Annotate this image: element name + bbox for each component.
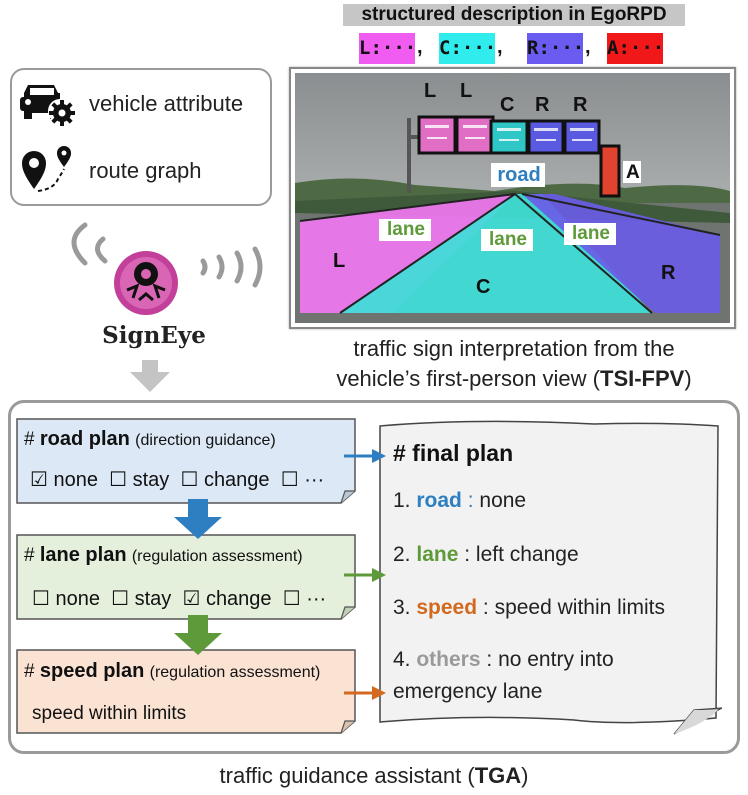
lane-plan-options: ☐ none ☐ stay ☑ change ☐ ··· xyxy=(32,588,327,610)
tga-caption: traffic guidance assistant (TGA) xyxy=(219,763,529,788)
signal-waves xyxy=(71,222,263,288)
tsi-caption-line1: traffic sign interpretation from the xyxy=(353,336,675,361)
checkbox-icon: ☐ xyxy=(180,469,199,491)
legend-pill-right: R:··· xyxy=(527,33,584,64)
road-scene-image xyxy=(295,73,730,323)
checkbox-icon: ☐ xyxy=(109,469,128,491)
signeye-down-arrow xyxy=(130,360,170,392)
final-plan-item-others-cont: emergency lane xyxy=(393,680,543,703)
route-graph-label: route graph xyxy=(89,158,202,183)
legend-separator: , xyxy=(497,36,503,58)
plan-cards-svg xyxy=(16,418,356,734)
speed-to-final-arrow xyxy=(344,686,386,700)
region-label-right: R xyxy=(661,262,676,284)
road-plan-options: ☑ none ☐ stay ☐ change ☐ ··· xyxy=(30,469,325,491)
route-pin-icon xyxy=(22,146,71,192)
speed-plan-heading: # speed plan (regulation assessment) xyxy=(24,660,321,682)
final-plan-item-lane: 2. lane : left change xyxy=(393,543,579,566)
final-plan-card xyxy=(379,420,723,735)
sign-label-c: C xyxy=(500,94,515,116)
signeye-logo-icon xyxy=(114,251,178,315)
signeye-label: SignEye xyxy=(102,322,206,349)
legend-separator: , xyxy=(417,36,423,58)
sign-label-l1: L xyxy=(424,80,437,102)
vehicle-gear-icon xyxy=(20,85,75,126)
lane-label-center: lane xyxy=(488,229,528,250)
road-plan-heading: # road plan (direction guidance) xyxy=(24,428,276,450)
speed-plan-value: speed within limits xyxy=(32,703,187,724)
sign-label-r2: R xyxy=(573,94,588,116)
checkbox-icon: ☐ xyxy=(111,588,130,610)
legend-pill-auxiliary: A:··· xyxy=(607,33,664,64)
final-plan-item-others: 4. others : no entry into xyxy=(393,648,614,671)
checkbox-checked-icon: ☑ xyxy=(30,469,48,491)
lane-to-final-arrow xyxy=(344,568,386,582)
sign-label-l2: L xyxy=(460,80,473,102)
road-to-final-arrow xyxy=(344,449,386,463)
final-plan-item-speed: 3. speed : speed within limits xyxy=(393,596,665,619)
region-label-left: L xyxy=(333,250,346,272)
legend-title: structured description in EgoRPD xyxy=(343,4,685,26)
region-label-center: C xyxy=(476,276,491,298)
checkbox-icon: ☐ xyxy=(280,469,299,491)
tga-container xyxy=(8,400,740,754)
checkbox-icon: ☐ xyxy=(282,588,301,610)
lane-label-right: lane xyxy=(571,223,611,244)
legend-separator: , xyxy=(585,36,591,58)
tsi-caption-line2: vehicle’s first-person view (TSI-FPV) xyxy=(336,366,692,391)
lane-plan-heading: # lane plan (regulation assessment) xyxy=(24,544,303,566)
final-plan-item-road: 1. road : none xyxy=(393,489,527,512)
sign-label-a: A xyxy=(626,162,640,183)
legend-pill-left: L:··· xyxy=(359,33,416,64)
final-plan-title: # final plan xyxy=(393,440,514,466)
checkbox-icon: ☐ xyxy=(32,588,50,610)
vehicle-attribute-label: vehicle attribute xyxy=(89,91,244,116)
road-to-lane-arrow xyxy=(174,499,222,539)
lane-label-left: lane xyxy=(386,219,426,240)
road-label: road xyxy=(497,164,541,186)
legend-pill-center: C:··· xyxy=(439,33,496,64)
lane-to-speed-arrow xyxy=(174,615,222,655)
checkbox-checked-icon: ☑ xyxy=(182,588,201,610)
sign-label-r1: R xyxy=(535,94,550,116)
